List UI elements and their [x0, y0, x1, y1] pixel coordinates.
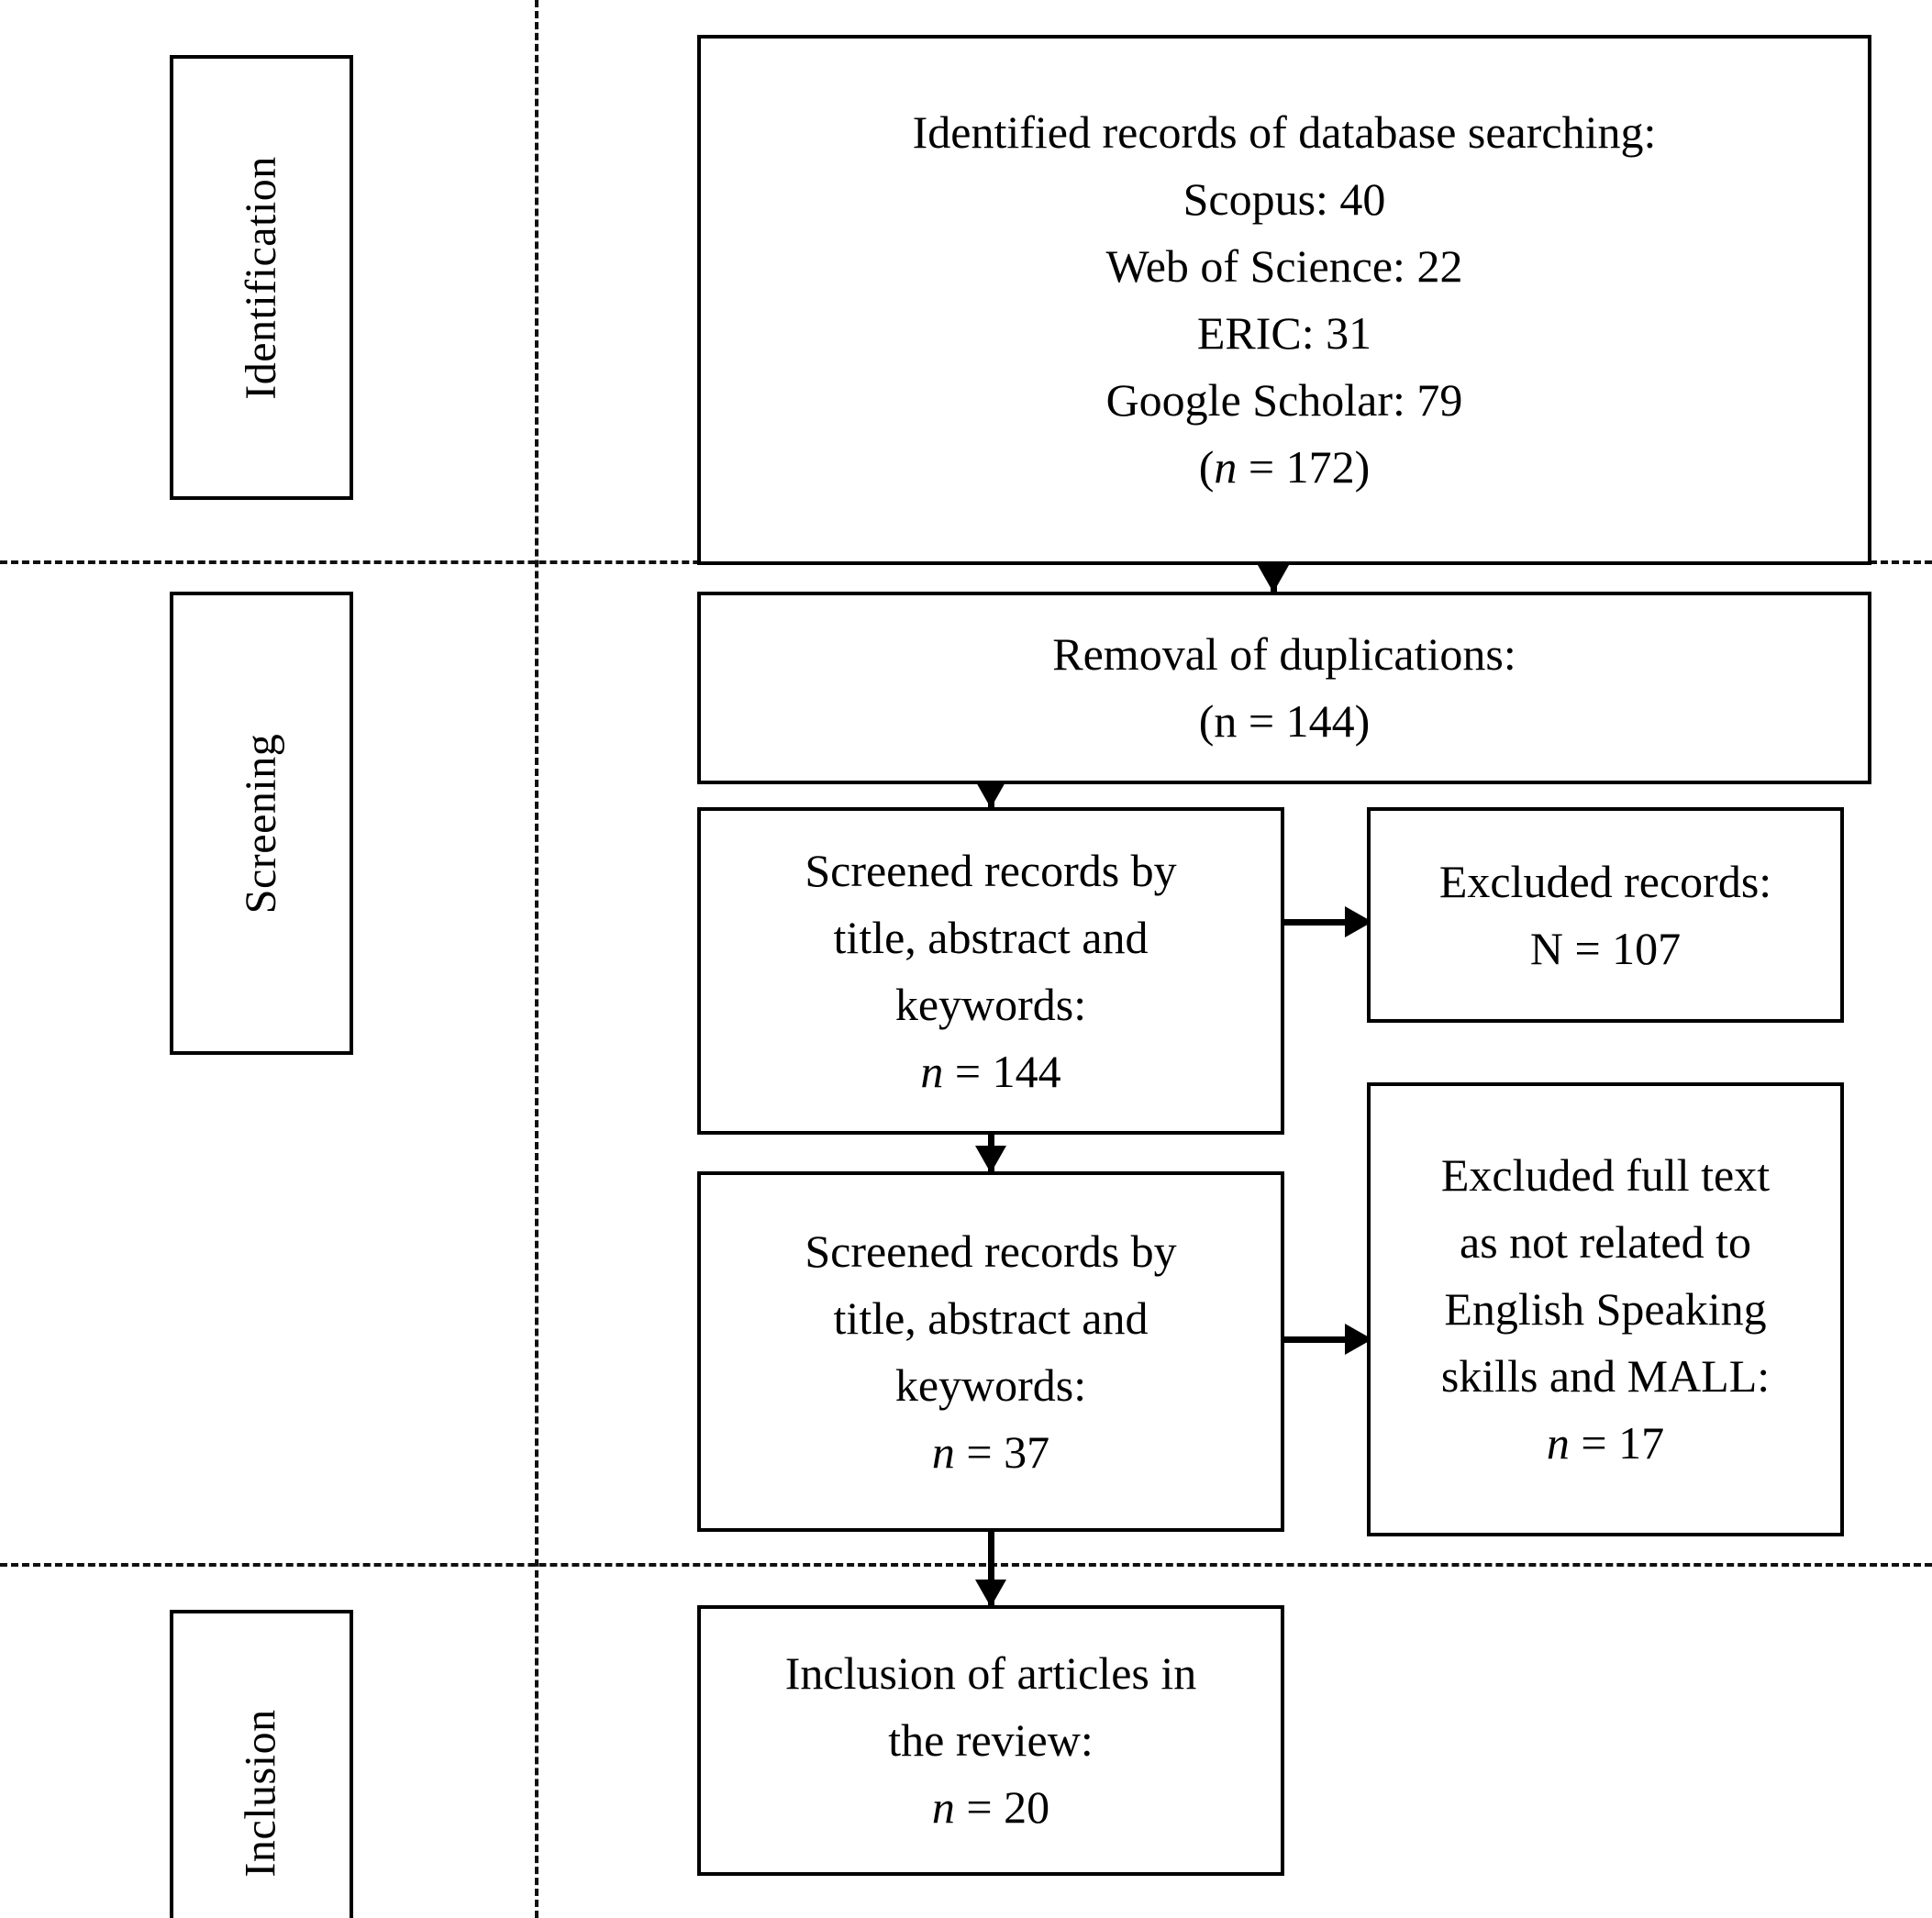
screened-records-first-line2: title, abstract and: [833, 911, 1149, 963]
arrow-screened-1-to-excluded-records: [1281, 904, 1372, 940]
identified-records-source-google-scholar: Google Scholar: 79: [1105, 374, 1463, 426]
screened-records-first-count: n = 144: [920, 1045, 1061, 1097]
identified-records-source-scopus: Scopus: 40: [1183, 173, 1386, 225]
horizontal-dashed-divider-screening-inclusion: [0, 1563, 1932, 1567]
removal-of-duplications-heading: Removal of duplications:: [1052, 628, 1516, 680]
screened-records-first-line3: keywords:: [894, 978, 1087, 1030]
identified-records-source-web-of-science: Web of Science: 22: [1105, 240, 1463, 292]
excluded-full-text-line2: as not related to: [1460, 1216, 1751, 1268]
inclusion-of-articles-line1: Inclusion of articles in: [784, 1647, 1197, 1699]
arrow-screened-2-to-excluded-full-text: [1281, 1321, 1372, 1358]
stage-label-inclusion-text: Inclusion: [236, 1709, 285, 1878]
excluded-full-text-line4: skills and MALL:: [1440, 1350, 1771, 1402]
excluded-full-text-count: n = 17: [1546, 1417, 1665, 1469]
identified-records-heading: Identified records of database searching…: [912, 106, 1657, 158]
inclusion-of-articles-count: n = 20: [931, 1781, 1050, 1833]
excluded-full-text-line1: Excluded full text: [1440, 1149, 1771, 1201]
box-screened-records-first: Screened records by title, abstract and …: [697, 807, 1284, 1135]
identified-records-total: (n = 172): [1198, 441, 1371, 493]
removal-of-duplications-count: (n = 144): [1198, 695, 1371, 747]
box-excluded-full-text: Excluded full text as not related to Eng…: [1367, 1082, 1844, 1536]
arrow-screened-2-to-inclusion: [972, 1532, 1009, 1607]
screened-records-second-line2: title, abstract and: [833, 1292, 1149, 1344]
screened-records-second-count: n = 37: [931, 1425, 1050, 1478]
excluded-full-text-line3: English Speaking: [1444, 1283, 1767, 1335]
stage-label-identification: Identification: [170, 55, 353, 500]
arrow-identified-to-removal: [1255, 565, 1292, 593]
arrow-removal-to-screened-1: [972, 781, 1009, 808]
identified-records-source-eric: ERIC: 31: [1196, 307, 1372, 359]
stage-label-identification-text: Identification: [237, 155, 285, 400]
screened-records-second-line3: keywords:: [894, 1358, 1087, 1411]
box-identified-records: Identified records of database searching…: [697, 35, 1871, 565]
stage-label-screening: Screening: [170, 592, 353, 1055]
screened-records-first-line1: Screened records by: [805, 844, 1177, 896]
box-excluded-records: Excluded records: N = 107: [1367, 807, 1844, 1023]
excluded-records-heading: Excluded records:: [1438, 855, 1772, 907]
box-screened-records-second: Screened records by title, abstract and …: [697, 1171, 1284, 1532]
box-inclusion-of-articles: Inclusion of articles in the review: n =…: [697, 1605, 1284, 1876]
arrow-screened-1-to-screened-2: [972, 1135, 1009, 1173]
vertical-dashed-divider: [535, 0, 539, 1918]
excluded-records-count: N = 107: [1529, 922, 1682, 974]
stage-label-screening-text: Screening: [237, 733, 285, 914]
box-removal-of-duplications: Removal of duplications: (n = 144): [697, 592, 1871, 784]
screened-records-second-line1: Screened records by: [805, 1225, 1177, 1277]
stage-label-inclusion: Inclusion: [170, 1610, 353, 1918]
inclusion-of-articles-line2: the review:: [888, 1714, 1094, 1766]
